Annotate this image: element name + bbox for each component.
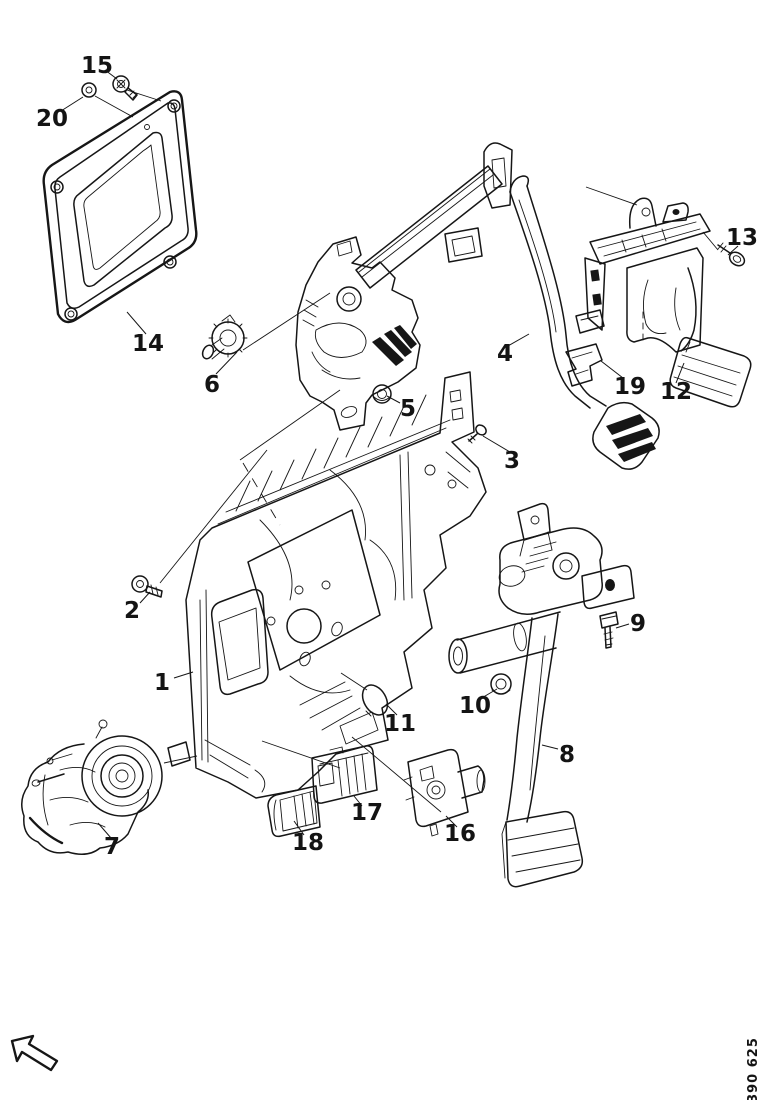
leader-line-5 bbox=[386, 395, 401, 404]
actuator-7-drawing bbox=[21, 719, 191, 855]
alignment-line-12 bbox=[702, 231, 719, 251]
leader-line-12 bbox=[675, 362, 685, 384]
alignment-line-11 bbox=[585, 186, 638, 206]
leader-line-9 bbox=[615, 623, 630, 629]
clip-19-drawing bbox=[565, 309, 605, 387]
alignment-line-4 bbox=[242, 292, 331, 351]
alignment-line-3 bbox=[159, 449, 268, 584]
part-label-8: 8 bbox=[559, 742, 575, 768]
screw-13-drawing bbox=[717, 242, 746, 267]
part-label-3: 3 bbox=[504, 448, 520, 474]
direction-arrow bbox=[10, 1034, 59, 1072]
part-label-1: 1 bbox=[154, 670, 170, 696]
part-label-5: 5 bbox=[400, 396, 416, 422]
leader-line-16 bbox=[445, 815, 458, 828]
leader-line-6 bbox=[215, 351, 238, 375]
part-label-6: 6 bbox=[204, 372, 220, 398]
part-label-16: 16 bbox=[444, 821, 476, 847]
alignment-line-9 bbox=[351, 736, 442, 813]
part-label-18: 18 bbox=[292, 830, 324, 856]
part-label-14: 14 bbox=[132, 331, 164, 357]
alignment-line-7 bbox=[340, 672, 368, 691]
part-label-9: 9 bbox=[630, 611, 646, 637]
alignment-line-6 bbox=[242, 462, 281, 526]
part-label-17: 17 bbox=[351, 800, 383, 826]
part-label-4: 4 bbox=[497, 341, 513, 367]
part-label-15: 15 bbox=[81, 53, 113, 79]
alignment-line-8 bbox=[261, 740, 341, 769]
switch-16-drawing bbox=[403, 748, 486, 837]
leader-line-10 bbox=[479, 688, 498, 700]
screw-3-drawing bbox=[467, 424, 487, 444]
alignment-line-1 bbox=[126, 89, 162, 102]
leader-line-1 bbox=[173, 671, 194, 679]
leader-line-18 bbox=[293, 820, 305, 836]
clutch-pedal-drawing bbox=[509, 175, 660, 470]
plug-11-drawing bbox=[361, 684, 389, 717]
alignment-lines-layer bbox=[94, 89, 719, 813]
part-label-12: 12 bbox=[660, 379, 692, 405]
leader-line-8 bbox=[541, 744, 559, 750]
switch-17-drawing bbox=[311, 745, 378, 804]
part-label-13: 13 bbox=[726, 225, 758, 251]
leader-line-3 bbox=[482, 435, 511, 453]
leader-line-13 bbox=[727, 245, 739, 256]
bushing-6-drawing bbox=[201, 314, 248, 360]
washer-20-drawing bbox=[81, 82, 97, 98]
main-bracket-drawing bbox=[185, 371, 487, 799]
leader-line-11 bbox=[385, 703, 398, 716]
leader-line-14 bbox=[126, 311, 147, 335]
accelerator-module-drawing bbox=[584, 197, 752, 408]
part-label-20: 20 bbox=[36, 106, 68, 132]
screw-2-drawing bbox=[131, 575, 163, 598]
upper-bracket-drawing bbox=[295, 236, 421, 431]
leader-line-19 bbox=[600, 360, 624, 379]
part-label-7: 7 bbox=[104, 834, 120, 860]
part-label-10: 10 bbox=[459, 693, 491, 719]
bolt-9-drawing bbox=[599, 611, 619, 649]
alignment-line-2 bbox=[94, 95, 134, 118]
leader-line-15 bbox=[104, 69, 118, 80]
alignment-line-5 bbox=[239, 389, 341, 461]
screw-15-drawing bbox=[112, 75, 138, 101]
alignment-line-10 bbox=[163, 755, 198, 764]
part-label-19: 19 bbox=[614, 374, 646, 400]
leader-line-7 bbox=[97, 822, 112, 839]
leader-line-20 bbox=[60, 96, 84, 112]
brake-pedal-assembly-drawing bbox=[448, 502, 635, 888]
gasket-plate-drawing bbox=[42, 90, 198, 324]
drawing-number: 390 625 bbox=[746, 1037, 761, 1100]
nut-5-drawing bbox=[372, 384, 392, 404]
leader-line-4 bbox=[507, 333, 530, 347]
support-tube-drawing bbox=[355, 142, 513, 289]
leader-line-17 bbox=[353, 795, 363, 807]
part-label-11: 11 bbox=[384, 711, 416, 737]
leader-line-2 bbox=[139, 591, 151, 604]
part-label-2: 2 bbox=[124, 598, 140, 624]
cover-18-drawing bbox=[267, 785, 321, 838]
